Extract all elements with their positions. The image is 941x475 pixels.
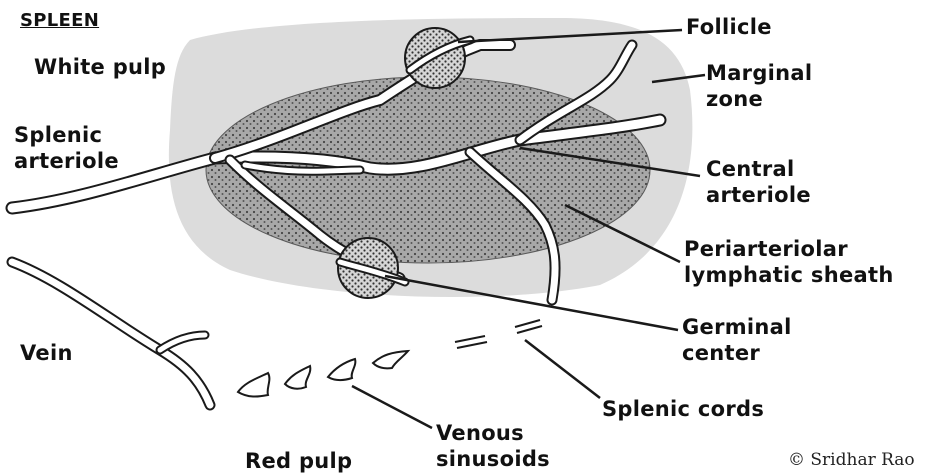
credit-text: © Sridhar Rao <box>788 450 915 470</box>
venous-sinusoids-shapes <box>238 351 408 397</box>
diagram-title: SPLEEN <box>20 8 99 34</box>
label-splenic-arteriole-line2: arteriole <box>14 148 119 174</box>
label-pals-line1: Periarteriolar <box>684 236 894 262</box>
vein-drawing <box>12 262 210 405</box>
label-venous-sinusoids: Venous sinusoids <box>436 420 550 472</box>
label-marginal-zone: Marginal zone <box>706 60 812 112</box>
label-marginal-zone-line1: Marginal <box>706 60 812 86</box>
label-splenic-arteriole: Splenic arteriole <box>14 122 119 174</box>
label-venous-sinusoids-line1: Venous <box>436 420 550 446</box>
label-germinal-center-line1: Germinal <box>682 314 792 340</box>
label-vein: Vein <box>20 340 73 366</box>
label-marginal-zone-line2: zone <box>706 86 812 112</box>
label-splenic-arteriole-line1: Splenic <box>14 122 119 148</box>
label-red-pulp: Red pulp <box>245 448 352 474</box>
label-pals: Periarteriolar lymphatic sheath <box>684 236 894 288</box>
label-white-pulp: White pulp <box>34 54 166 80</box>
label-follicle: Follicle <box>686 14 772 40</box>
label-central-arteriole-line1: Central <box>706 156 811 182</box>
label-venous-sinusoids-line2: sinusoids <box>436 446 550 472</box>
label-pals-line2: lymphatic sheath <box>684 262 894 288</box>
label-central-arteriole-line2: arteriole <box>706 182 811 208</box>
label-splenic-cords: Splenic cords <box>602 396 764 422</box>
label-germinal-center-line2: center <box>682 340 792 366</box>
label-germinal-center: Germinal center <box>682 314 792 366</box>
label-central-arteriole: Central arteriole <box>706 156 811 208</box>
